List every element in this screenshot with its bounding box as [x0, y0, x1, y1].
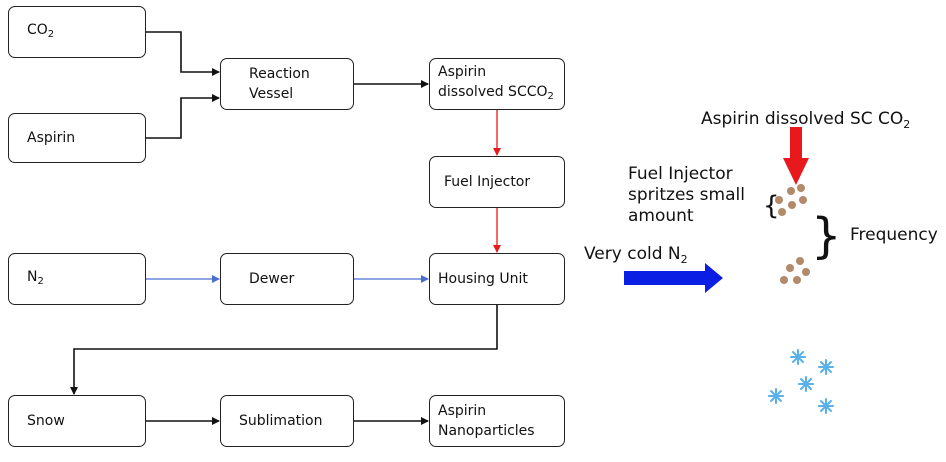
n2-subscript: 2 — [37, 275, 44, 287]
reaction-vessel-line2: Vessel — [249, 86, 294, 102]
very-cold-n2-label: Very cold N2 — [584, 244, 688, 270]
aspirin-sc-box: Aspirin dissolved SCCO2 — [429, 58, 565, 110]
nanoparticles-box: Aspirin Nanoparticles — [429, 395, 565, 447]
snowflake-icons — [768, 349, 834, 414]
snow-label: Snow — [27, 413, 65, 429]
frequency-text: Frequency — [850, 225, 938, 245]
very-cold-n2-subscript: 2 — [680, 253, 688, 266]
aspirin-sc-subscript: 2 — [547, 90, 554, 102]
top-aspirin-label-text: Aspirin dissolved SC CO — [701, 109, 904, 129]
housing-unit-label: Housing Unit — [438, 271, 528, 287]
nanoparticles-line2: Nanoparticles — [438, 423, 535, 439]
co2-label: CO — [27, 21, 48, 38]
big-red-arrow — [783, 127, 809, 185]
sublimation-box: Sublimation — [220, 395, 354, 447]
n2-label: N — [27, 268, 38, 285]
dewer-box: Dewer — [220, 253, 354, 305]
arrow-aspirin-to-reaction — [146, 94, 220, 139]
brace-left-icon: { — [763, 191, 780, 221]
big-blue-arrow — [624, 263, 723, 293]
particle-cluster-bottom — [780, 257, 810, 284]
dewer-label: Dewer — [249, 271, 295, 287]
top-aspirin-label-subscript: 2 — [903, 118, 911, 131]
top-aspirin-label: Aspirin dissolved SC CO2 — [701, 109, 910, 135]
arrow-housing-to-snow — [70, 305, 498, 395]
injector-label: Fuel Injector spritzes small amount — [628, 164, 745, 227]
frequency-label: Frequency — [850, 225, 938, 246]
very-cold-n2-text: Very cold N — [584, 244, 681, 264]
arrow-co2-to-reaction — [146, 31, 220, 76]
reaction-vessel-box: Reaction Vessel — [220, 58, 354, 110]
aspirin-label: Aspirin — [27, 130, 76, 146]
injector-label-line2: spritzes small — [628, 185, 745, 205]
reaction-vessel-line1: Reaction — [249, 66, 310, 82]
injector-label-line1: Fuel Injector — [628, 164, 733, 184]
aspirin-sc-line2: dissolved SCCO — [438, 83, 548, 100]
brace-right-icon: } — [811, 208, 842, 264]
injector-label-line3: amount — [628, 206, 694, 226]
particle-cluster-top — [775, 184, 807, 216]
fuel-injector-box: Fuel Injector — [429, 156, 565, 208]
nanoparticles-line1: Aspirin — [438, 403, 487, 419]
co2-box: CO2 — [8, 6, 146, 58]
aspirin-sc-line1: Aspirin — [438, 63, 487, 80]
sublimation-label: Sublimation — [239, 413, 323, 429]
aspirin-box: Aspirin — [8, 113, 146, 163]
snow-box: Snow — [8, 395, 146, 447]
housing-unit-box: Housing Unit — [429, 253, 565, 305]
co2-subscript: 2 — [47, 28, 55, 40]
fuel-injector-label: Fuel Injector — [444, 174, 531, 190]
n2-box: N2 — [8, 253, 146, 305]
